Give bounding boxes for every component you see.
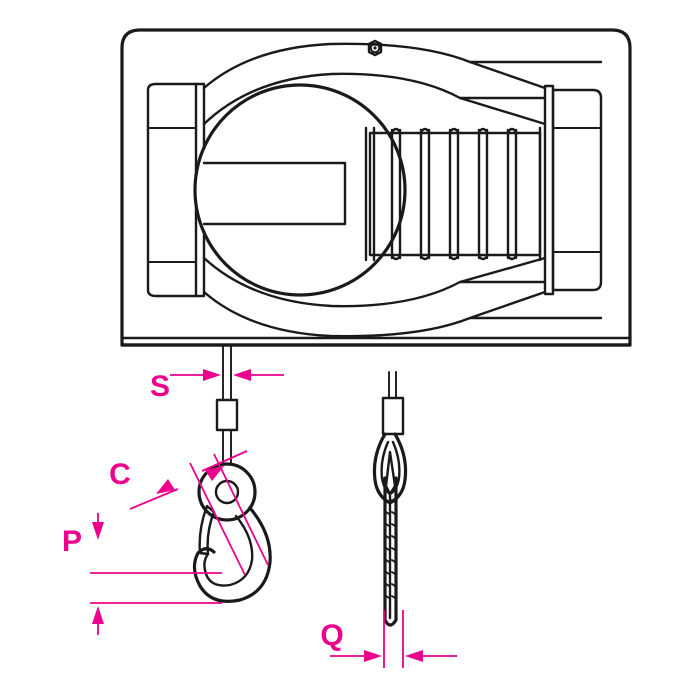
dimension-S: S [150,369,284,403]
dimension-label-S: S [150,370,170,403]
dimension-C: C [109,450,269,576]
lifting-hook [192,462,272,603]
ribbed-rope-drum [364,126,542,262]
housing-shroud-contour [202,42,603,338]
dimension-P: P [62,513,222,635]
dimension-label-Q: Q [320,619,343,652]
dimension-Q: Q [320,610,457,668]
hex-bolt [367,39,383,57]
wire-rope-wedge-socket-assembly [372,371,408,627]
rope-texture [385,499,396,599]
wire-rope-hook-assembly [192,344,272,603]
hoist-body-housing [120,28,632,347]
dimension-label-P: P [62,525,82,558]
dimension-label-C: C [109,458,131,491]
right-end-cap [543,84,603,296]
motor-gearbox-drum [193,83,407,297]
